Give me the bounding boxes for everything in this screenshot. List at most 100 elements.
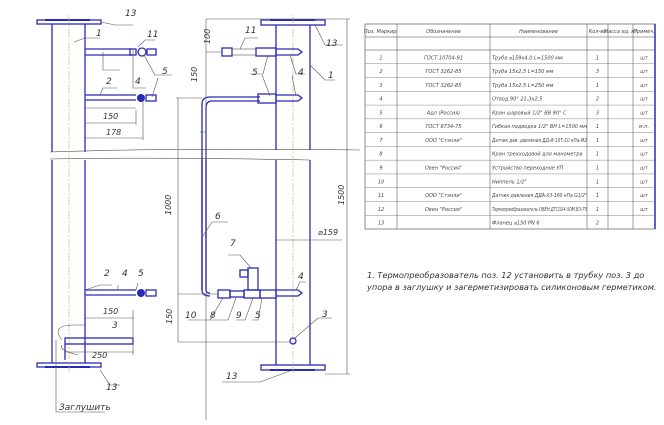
pressure-sensor-11 <box>221 47 304 57</box>
table-header-cell: Кол-во <box>589 29 607 35</box>
table-cell: шт <box>640 179 649 185</box>
table-cell: 9 <box>379 166 382 172</box>
table-cell: шт <box>640 193 649 199</box>
dim-100: 100 <box>203 29 212 44</box>
callout-3: 3 <box>112 321 118 331</box>
table-cell: шт <box>640 207 649 213</box>
callout-r-13b: 13 <box>226 372 238 382</box>
table-cell: ГОСТ 3262-85 <box>426 83 462 89</box>
table-cell: 1 <box>379 55 382 61</box>
table-header-cell: Поз. Маркир. <box>364 29 398 35</box>
table-cell: шт <box>640 110 649 116</box>
table-cell: Кран трехходовой для манометра <box>492 152 583 158</box>
callout-r-8: 8 <box>210 311 216 321</box>
callout-2: 2 <box>106 77 112 87</box>
dim-1500: 1500 <box>337 185 346 205</box>
table-row: 1 ГОСТ 10704-91 Труба ⌀159х4,0 L=1500 мм 1 ш… <box>379 55 648 61</box>
callout-r-7: 7 <box>230 239 236 249</box>
callout-r-3: 3 <box>322 310 328 320</box>
dim-150-top: 150 <box>190 67 199 82</box>
left-pipe-lower <box>51 160 86 363</box>
right-view: 100 150 1000 150 1500 ⌀159 11 13 5 4 1 6… <box>164 15 350 420</box>
dim-250: 250 <box>92 351 107 360</box>
table-cell: 1 <box>596 179 599 185</box>
table-cell: 3 <box>379 83 382 89</box>
callout-r-9: 9 <box>236 311 242 321</box>
dim-150: 150 <box>103 112 118 121</box>
callout-2b: 2 <box>104 269 110 279</box>
callout-11: 11 <box>147 30 158 40</box>
table-cell: Датчик давления ДДА-Х3-160 кПа G1/2" <box>491 193 587 199</box>
table-cell: 1 <box>596 166 599 172</box>
plug-note: Заглушить <box>59 403 111 413</box>
table-cell: 1 <box>596 124 599 130</box>
table-cell: ГОСТ 8734-75 <box>426 124 462 130</box>
table-header-cell: Масса ед. кг <box>604 29 637 35</box>
table-cell: 6 <box>379 124 382 130</box>
left-pipe-upper <box>51 24 86 152</box>
callout-r-1: 1 <box>328 71 334 81</box>
dim-1000: 1000 <box>164 195 173 215</box>
callout-r-10: 10 <box>185 311 197 321</box>
table-cell: 1 <box>596 138 599 144</box>
table-cell: Труба 15х2,5 L=250 мм <box>492 83 554 89</box>
dim-150-bottom: 150 <box>165 309 174 324</box>
table-cell: Труба ⌀159х4,0 L=1500 мм <box>492 55 563 61</box>
table-cell: 7 <box>379 138 383 144</box>
table-cell: шт <box>640 69 649 75</box>
callout-r-4b: 4 <box>298 272 304 282</box>
table-cell: Устройство переходное УП <box>492 166 564 172</box>
thermo-port <box>289 337 297 345</box>
upper-branch <box>85 47 157 57</box>
callout-r-13: 13 <box>326 39 338 49</box>
table-cell: Датчик дав. давления ДД-И-10Т-10 кПа-М2 <box>491 138 587 144</box>
table-header-cell: Обозначение <box>426 29 461 35</box>
table-cell: Труба 15х2,5 L=150 мм <box>492 69 554 75</box>
bottom-assembly <box>217 267 304 345</box>
table-cell: шт <box>640 55 649 61</box>
dim-150b: 150 <box>103 307 118 316</box>
callout-r-4: 4 <box>298 68 304 78</box>
table-header-cell: Наименование <box>519 29 558 35</box>
table-cell: 4 <box>379 97 382 103</box>
table-row: 3 ГОСТ 3262-85 Труба 15х2,5 L=250 мм 1 шт <box>379 83 648 89</box>
table-cell: ГОСТ 10704-91 <box>424 55 463 61</box>
table-cell: шт <box>640 83 649 89</box>
callout-13: 13 <box>125 9 137 19</box>
table-cell: шт <box>640 152 649 158</box>
left-view: 13 1 11 2 4 5 150 178 2 4 5 150 3 250 13… <box>36 9 361 413</box>
table-cell: 1 <box>596 207 599 213</box>
table-cell: 8 <box>379 152 382 158</box>
table-cell: ООО "Стэнли" <box>425 193 462 199</box>
table-cell: 2 <box>596 97 599 103</box>
table-cell: Ниппель 1/2" <box>492 179 527 185</box>
table-cell: 2 <box>596 221 599 227</box>
middle-branch <box>85 94 157 102</box>
table-cell: шт <box>640 138 649 144</box>
callout-r-11: 11 <box>245 26 256 36</box>
table-cell: 1 <box>596 55 599 61</box>
table-cell: Адл (Россия) <box>426 110 460 116</box>
callout-4: 4 <box>135 77 141 87</box>
dim-178: 178 <box>106 128 121 137</box>
table-cell: 1 <box>596 83 599 89</box>
table-cell: Отвод 90° 21,3х2,5 <box>492 97 542 103</box>
table-cell: 10 <box>378 179 384 185</box>
table-cell: 11 <box>378 193 384 199</box>
callout-5: 5 <box>162 67 168 77</box>
table-cell: 5 <box>379 110 382 116</box>
table-row: 10 Ниппель 1/2" 1 шт <box>378 179 649 185</box>
table-cell: ГОСТ 3262-85 <box>426 69 462 75</box>
table-cell: Фланец ⌀150 PN 6 <box>492 221 540 227</box>
specification-table: Поз. Маркир. Обозначение Наименование Кол-в… <box>364 23 656 230</box>
callout-4b: 4 <box>122 269 128 279</box>
callout-r-6: 6 <box>215 212 221 222</box>
hose-6 <box>201 93 304 297</box>
